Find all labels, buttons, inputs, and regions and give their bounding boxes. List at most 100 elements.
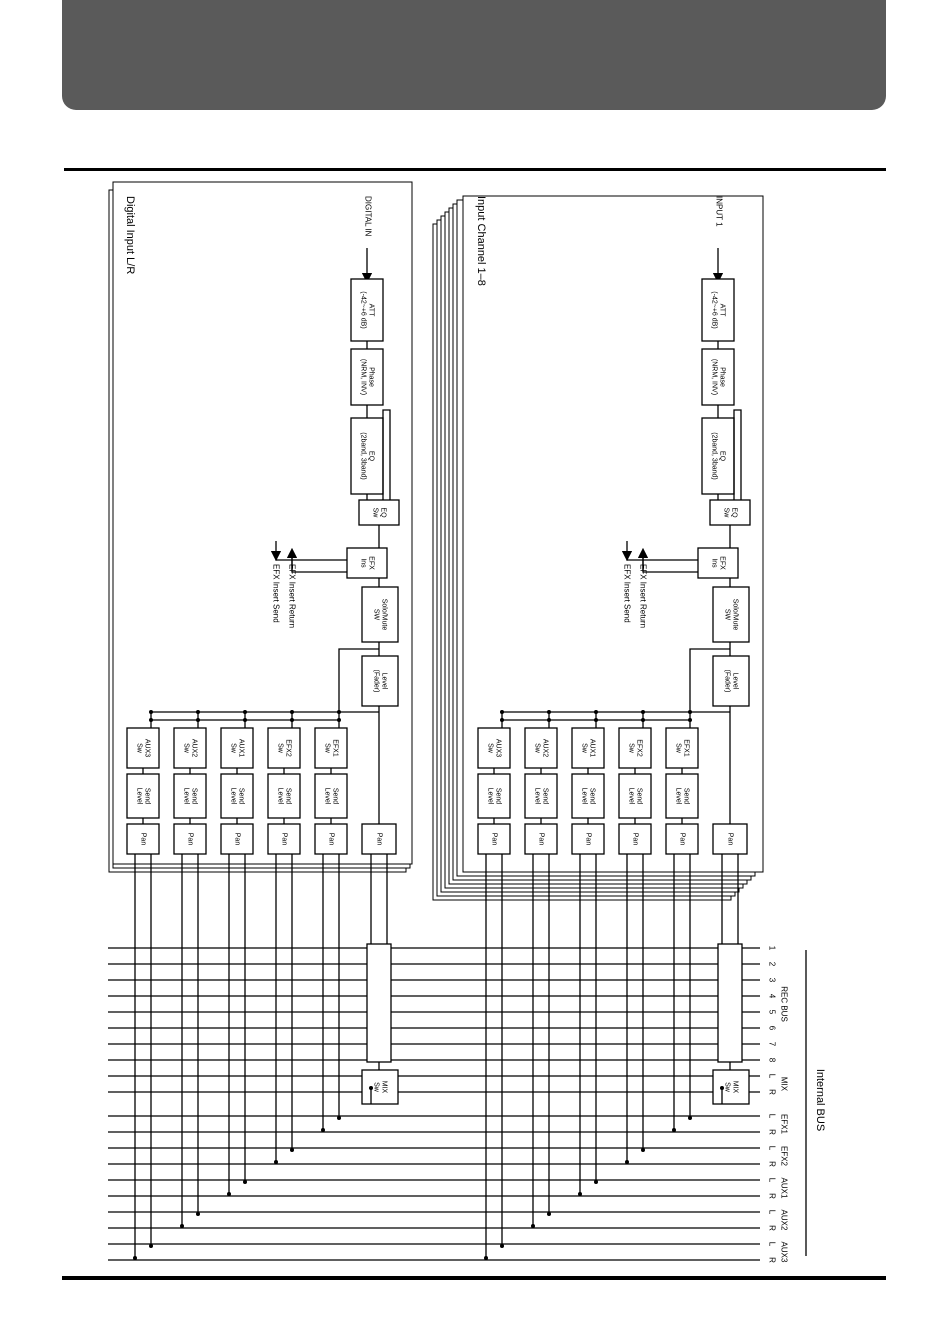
send-switch-label-line: Sw — [135, 743, 142, 754]
solo-mute-box-label-line: SW — [372, 609, 379, 621]
send-level-box-frame — [571, 773, 605, 819]
send-pan-box-label-line: Pan — [281, 833, 288, 846]
send-switch-label-line: EFX2 — [285, 739, 292, 757]
rec-bus-number: 2 — [768, 962, 777, 967]
efx-send-label: EFX Insert Send — [623, 564, 632, 623]
eq-switch-label-line: Sw — [722, 508, 729, 519]
send-switch-label-line: Sw — [627, 743, 634, 754]
junction-dot — [688, 1116, 692, 1120]
junction-dot — [547, 1212, 551, 1216]
strip-title: Digital Input L/R — [124, 196, 136, 274]
input-label: DIGITAL IN — [364, 196, 373, 237]
bottom-rule — [62, 1276, 886, 1280]
send-switch-label-line: Sw — [276, 743, 283, 754]
junction-dot — [274, 1160, 278, 1164]
send-level-box-label-line: Send — [636, 788, 643, 804]
send-switch-frame — [267, 727, 301, 769]
level-box: Level(Fader) — [712, 655, 750, 707]
bus-group-label: MIX — [780, 1077, 789, 1092]
send-pan-box-frame — [220, 823, 254, 855]
send-switch-frame — [618, 727, 652, 769]
strip-title: Input Channel 1–8 — [475, 196, 487, 286]
send-level-box-frame — [524, 773, 558, 819]
send-switch-frame — [571, 727, 605, 769]
mix-switch-label-line: MIX — [381, 1081, 388, 1094]
bus-group-label: AUX3 — [780, 1242, 789, 1263]
mix-switch-frame — [712, 1069, 750, 1105]
main-pan-box-label-line: Pan — [727, 833, 734, 846]
send-level-box-label-line: Level — [486, 788, 493, 805]
bus-channel-label: L — [768, 1178, 777, 1183]
level-box-label-line: Level — [381, 673, 388, 690]
att-box-label-line: (-42~+6 dB) — [710, 291, 717, 328]
rec-bus-assign-box — [366, 943, 392, 1063]
send-switch-label-line: Sw — [182, 743, 189, 754]
rec-bus-number: 8 — [768, 1058, 777, 1063]
internal-bus-title: Internal BUS — [814, 1069, 826, 1131]
eq-box-label-line: (2band, 3band) — [710, 432, 717, 479]
send-level-box-frame — [267, 773, 301, 819]
bus-channel-label: L — [768, 1210, 777, 1215]
send-pan-box: Pan — [665, 823, 699, 855]
send-switch-label-line: Sw — [486, 743, 493, 754]
rec-bus-number: 1 — [768, 946, 777, 951]
send-level-box-label-line: Level — [323, 788, 330, 805]
junction-dot — [180, 1224, 184, 1228]
phase-box: Phase(NRM, INV) — [701, 348, 735, 406]
efx-insert-box-label-line: Ins — [359, 558, 366, 568]
send-switch-frame — [314, 727, 348, 769]
rec-bus-number: 6 — [768, 1026, 777, 1031]
prefader-line — [689, 648, 730, 712]
efx-send-label: EFX Insert Send — [272, 564, 281, 623]
bus-channel-label: R — [768, 1193, 777, 1199]
send-pan-box-frame — [571, 823, 605, 855]
header-bar — [62, 0, 886, 110]
eq-box: EQ(2band, 3band) — [701, 417, 735, 495]
send-switch-label-line: AUX1 — [238, 739, 245, 757]
send-pan-box: Pan — [126, 823, 160, 855]
send-level-box-label-line: Send — [495, 788, 502, 804]
bus-group-label: AUX1 — [780, 1178, 789, 1199]
bus-channel-label: R — [768, 1129, 777, 1135]
send-level-box-label-line: Level — [533, 788, 540, 805]
send-pan-box-frame — [477, 823, 511, 855]
junction-dot — [243, 1180, 247, 1184]
efx-insert-box-label-line: Ins — [710, 558, 717, 568]
send-pan-box-label-line: Pan — [187, 833, 194, 846]
junction-dot — [290, 1148, 294, 1152]
bus-group-label: EFX1 — [780, 1114, 789, 1135]
send-switch-label-line: Sw — [323, 743, 330, 754]
rec-bus-assign-box — [717, 943, 743, 1063]
send-level-box-label-line: Send — [238, 788, 245, 804]
solo-mute-box-label-line: Solo/Mute — [732, 599, 739, 631]
send-switch-frame — [220, 727, 254, 769]
att-box: ATT(-42~+6 dB) — [350, 278, 384, 342]
phase-box-frame — [350, 348, 384, 406]
send-switch-label-line: EFX1 — [332, 739, 339, 757]
bus-channel-label: R — [768, 1257, 777, 1263]
eq-switch-label-line: Sw — [371, 508, 378, 519]
send-level-box-label-line: Level — [276, 788, 283, 805]
junction-dot — [641, 1148, 645, 1152]
eq-switch-label-line: EQ — [731, 507, 738, 518]
efx-insert-box-label-line: EFX — [368, 556, 375, 570]
eq-box-label-line: (2band, 3band) — [359, 432, 366, 479]
send-switch-label-line: AUX1 — [589, 739, 596, 757]
send-switch-label-line: Sw — [229, 743, 236, 754]
efx-insert-box-frame — [346, 547, 388, 579]
send-switch-label-line: Sw — [533, 743, 540, 754]
eq-box-label-line: EQ — [368, 451, 375, 462]
